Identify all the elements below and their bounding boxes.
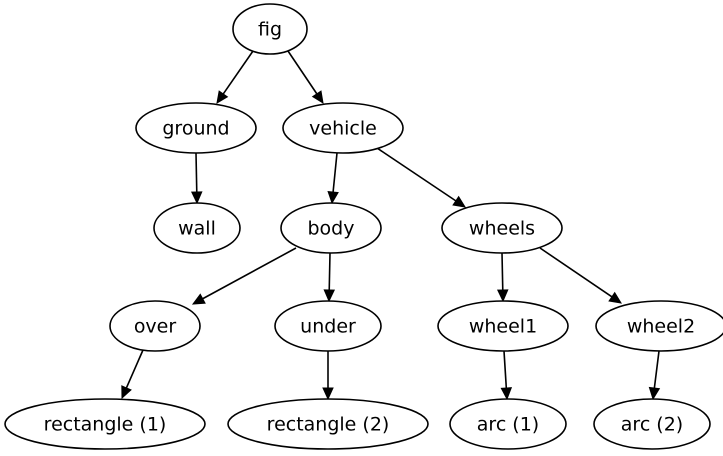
edge-under-to-rectangle2 [322, 351, 334, 401]
edge-fig-to-ground [216, 50, 254, 104]
node-label-ground: ground [162, 118, 229, 140]
node-label-under: under [300, 316, 356, 338]
edge-line [222, 50, 254, 95]
node-label-rectangle2: rectangle (2) [267, 414, 390, 436]
edge-line [328, 252, 331, 291]
edge-line [287, 50, 318, 95]
edge-body-to-over [191, 247, 297, 305]
edge-line [125, 349, 144, 389]
node-ellipse-arc1[interactable] [449, 398, 567, 450]
edge-line [332, 152, 338, 193]
node-label-over: over [134, 316, 177, 338]
arrowhead-icon [496, 289, 509, 303]
node-rectangle2[interactable]: rectangle (2) [227, 398, 429, 450]
node-wheels[interactable]: wheels [441, 202, 563, 254]
node-ellipse-wheel2[interactable] [595, 300, 723, 352]
node-ellipse-under[interactable] [274, 300, 382, 352]
node-rectangle1[interactable]: rectangle (1) [4, 398, 206, 450]
node-ellipse-wall[interactable] [153, 202, 241, 254]
arrowhead-icon [608, 291, 622, 304]
node-under[interactable]: under [274, 300, 382, 352]
arrowhead-icon [121, 385, 132, 400]
node-label-wheels: wheels [469, 218, 535, 240]
node-label-body: body [308, 218, 355, 240]
node-label-rectangle1: rectangle (1) [44, 414, 167, 436]
node-ellipse-rectangle2[interactable] [227, 398, 429, 450]
arrowhead-icon [323, 289, 336, 303]
edge-fig-to-vehicle [287, 50, 324, 105]
nodes-layer: fig ground vehicle wall body wheels over under w… [4, 3, 723, 450]
edge-line [202, 247, 297, 300]
edge-wheel1-to-arc1 [500, 350, 513, 401]
arrowhead-icon [311, 90, 324, 105]
node-wheel2[interactable]: wheel2 [595, 300, 723, 352]
arrowhead-icon [190, 191, 203, 205]
edge-wheels-to-wheel1 [496, 252, 509, 303]
node-label-arc1: arc (1) [477, 414, 539, 436]
node-label-arc2: arc (2) [621, 414, 683, 436]
edge-wheels-to-wheel2 [539, 247, 622, 304]
node-arc2[interactable]: arc (2) [593, 398, 711, 450]
node-arc1[interactable]: arc (1) [449, 398, 567, 450]
node-ellipse-arc2[interactable] [593, 398, 711, 450]
arrowhead-icon [452, 195, 467, 208]
node-ellipse-ground[interactable] [135, 102, 257, 154]
edge-line [503, 350, 508, 389]
edge-line [501, 252, 504, 291]
node-vehicle[interactable]: vehicle [282, 102, 404, 154]
node-ellipse-wheels[interactable] [441, 202, 563, 254]
edge-wheel2-to-arc2 [648, 350, 661, 401]
node-wall[interactable]: wall [153, 202, 241, 254]
node-ground[interactable]: ground [135, 102, 257, 154]
arrowhead-icon [216, 90, 229, 104]
node-wheel1[interactable]: wheel1 [437, 300, 569, 352]
edges-layer [121, 50, 661, 401]
node-ellipse-wheel1[interactable] [437, 300, 569, 352]
edge-line [653, 350, 660, 389]
node-ellipse-rectangle1[interactable] [4, 398, 206, 450]
node-ellipse-vehicle[interactable] [282, 102, 404, 154]
node-label-wheel1: wheel1 [469, 316, 537, 338]
arrowhead-icon [648, 386, 661, 401]
edge-vehicle-to-body [327, 152, 339, 205]
arrowhead-icon [500, 387, 513, 401]
edge-line [376, 147, 457, 202]
node-ellipse-over[interactable] [109, 300, 201, 352]
arrowhead-icon [191, 293, 206, 305]
node-body[interactable]: body [280, 202, 382, 254]
edge-ground-to-wall [190, 152, 203, 205]
edge-line [539, 247, 613, 298]
edge-vehicle-to-wheels [376, 147, 467, 208]
node-label-vehicle: vehicle [309, 118, 377, 140]
node-label-fig: fig [258, 19, 282, 41]
edge-over-to-rectangle1 [121, 349, 144, 400]
node-label-wall: wall [178, 218, 216, 240]
arrowhead-icon [327, 190, 339, 205]
edge-body-to-under [323, 252, 336, 303]
node-fig[interactable]: fig [232, 3, 308, 55]
node-ellipse-body[interactable] [280, 202, 382, 254]
node-over[interactable]: over [109, 300, 201, 352]
node-ellipse-fig[interactable] [232, 3, 308, 55]
node-label-wheel2: wheel2 [627, 316, 695, 338]
arrowhead-icon [322, 387, 334, 401]
edge-line [195, 152, 198, 193]
